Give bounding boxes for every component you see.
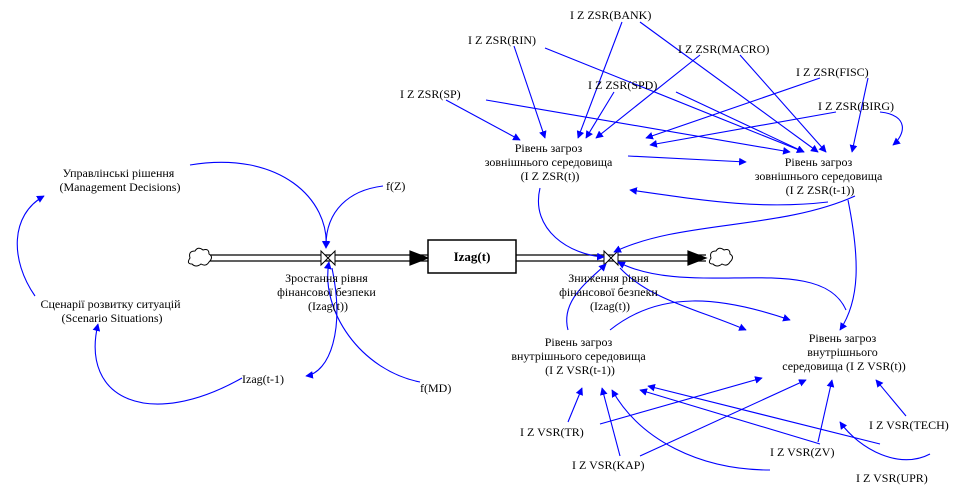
link-rin-izzsr bbox=[513, 45, 547, 139]
scenario-label: Сценарії розвитку ситуацій (Scenario Sit… bbox=[40, 297, 183, 325]
link-fisc-izzsr bbox=[645, 77, 821, 140]
link-tech-izvsrprev bbox=[647, 383, 881, 445]
link-bank-izzsrprev bbox=[639, 21, 819, 153]
link-fz-inflow bbox=[321, 185, 384, 249]
link-upr-izvsr bbox=[839, 421, 931, 461]
link-izvsrprev-izvsr bbox=[609, 300, 791, 331]
link-management-inflow bbox=[189, 161, 331, 249]
link-fisc-izzsrprev bbox=[849, 77, 869, 153]
zv-label: I Z VSR(ZV) bbox=[770, 445, 834, 459]
management-label: Управлінські рішення (Management Decisio… bbox=[60, 166, 181, 194]
tr-label: I Z VSR(TR) bbox=[520, 425, 584, 439]
outflow-pipe bbox=[516, 250, 708, 266]
link-outflow-izvsrprev bbox=[619, 267, 747, 331]
fisc-label: I Z ZSR(FISC) bbox=[796, 65, 869, 79]
link-sp-izzsr bbox=[445, 99, 521, 141]
macro-label: I Z ZSR(MACRO) bbox=[678, 42, 769, 56]
link-inflow-izagprev bbox=[305, 267, 338, 379]
izag-prev-label: Izag(t-1) bbox=[242, 372, 284, 386]
fz-label: f(Z) bbox=[386, 179, 405, 193]
link-fmd-inflow bbox=[323, 261, 421, 383]
izzsr-label: Рівень загроз зовнішнього середовища (I … bbox=[485, 141, 616, 183]
causal-links bbox=[16, 21, 931, 471]
link-izzsrprev-izzsr bbox=[629, 187, 829, 206]
link-spd-izzsrprev bbox=[675, 91, 805, 153]
izvsr-prev-label: Рівень загроз внутрішнього середовища (I… bbox=[511, 335, 648, 377]
labels: Управлінські рішення (Management Decisio… bbox=[40, 8, 948, 485]
inflow-pipe bbox=[210, 250, 430, 266]
link-tr-izvsrprev bbox=[567, 387, 583, 423]
stock-label: Izag(t) bbox=[454, 249, 491, 264]
link-izzsr-izzsrprev bbox=[627, 155, 747, 166]
izzsr-prev-label: Рівень загроз зовнішнього середовища (I … bbox=[755, 155, 886, 197]
link-izzsr-outflow bbox=[537, 187, 605, 261]
link-kap-izvsrprev bbox=[600, 387, 621, 457]
link-izvsr-outflow bbox=[617, 261, 847, 311]
link-izagprev-scenario bbox=[92, 323, 243, 405]
link-tech-izvsr bbox=[875, 379, 907, 417]
sink-cloud-icon bbox=[708, 247, 733, 267]
kap-label: I Z VSR(KAP) bbox=[572, 458, 644, 472]
birg-label: I Z ZSR(BIRG) bbox=[818, 99, 894, 113]
link-izzsrprev-outflow bbox=[613, 195, 856, 253]
outflow-valve[interactable] bbox=[603, 249, 619, 267]
sp-label: I Z ZSR(SP) bbox=[400, 87, 461, 101]
izvsr-label: Рівень загроз внутрішнього середовища (I… bbox=[782, 331, 906, 373]
link-tr-izvsr bbox=[599, 376, 763, 425]
link-kap-izvsr bbox=[639, 379, 807, 457]
link-sp-izzsrprev bbox=[485, 99, 791, 155]
link-macro-izzsr bbox=[595, 54, 701, 139]
link-birg-izzsrprev bbox=[879, 111, 903, 146]
link-zv-izvsrprev bbox=[639, 388, 821, 445]
stock-box[interactable] bbox=[427, 239, 517, 274]
fmd-label: f(MD) bbox=[420, 381, 451, 395]
link-birg-izzsr bbox=[649, 111, 837, 148]
link-spd-izzsr bbox=[585, 91, 615, 139]
inflow-label: Зростання рівня фінансової безпеки (Izag… bbox=[277, 271, 379, 313]
bank-label: I Z ZSR(BANK) bbox=[570, 8, 651, 22]
tech-label: I Z VSR(TECH) bbox=[869, 418, 949, 432]
link-rin-izzsrprev bbox=[544, 47, 805, 153]
link-upr-izvsrprev bbox=[611, 389, 771, 471]
outflow-label: Зниження рівня фінансової безпеки (Izag(… bbox=[559, 271, 661, 313]
spd-label: I Z ZSR(SPD) bbox=[588, 78, 657, 92]
inflow-valve[interactable] bbox=[320, 249, 336, 267]
link-bank-izzsr bbox=[576, 21, 623, 139]
link-izvsrprev-outflow bbox=[566, 263, 607, 331]
link-izzsrprev-izvsr bbox=[839, 199, 857, 331]
source-cloud-icon bbox=[187, 247, 212, 267]
link-zv-izvsr bbox=[817, 379, 835, 443]
upr-label: I Z VSR(UPR) bbox=[856, 471, 928, 485]
rin-label: I Z ZSR(RIN) bbox=[468, 33, 536, 47]
link-scenario-management bbox=[16, 195, 45, 297]
link-macro-izzsrprev bbox=[739, 54, 827, 153]
